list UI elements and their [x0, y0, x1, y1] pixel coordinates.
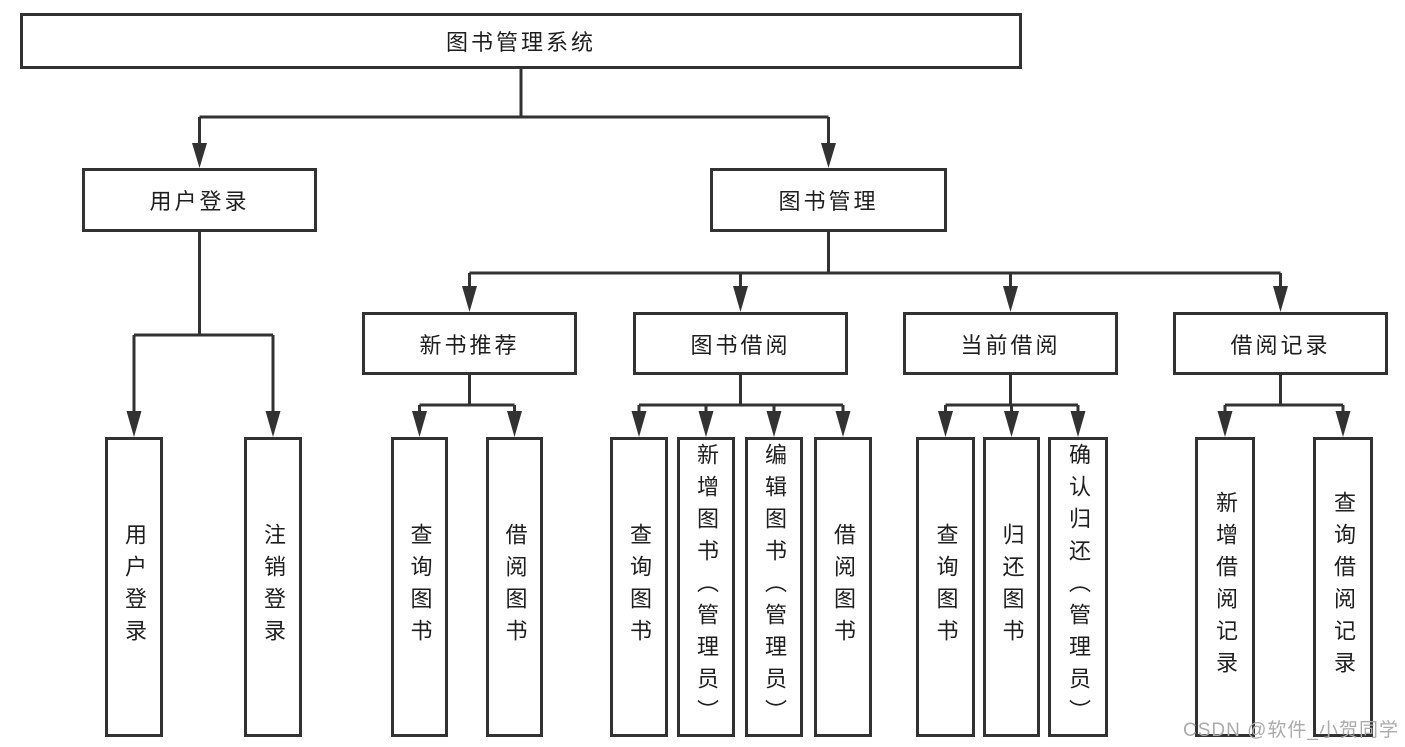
node-current-borrow: 当前借阅: [903, 312, 1118, 375]
leaf-return-book: 归还图书: [983, 437, 1040, 737]
node-label: 注销登录: [261, 523, 286, 651]
node-borrow-record: 借阅记录: [1173, 312, 1388, 375]
node-root: 图书管理系统: [20, 13, 1022, 69]
node-book-management: 图书管理: [710, 168, 947, 232]
leaf-borrow-book-recommend: 借阅图书: [486, 437, 543, 737]
node-label: 用户登录: [149, 189, 250, 214]
leaf-user-login: 用户登录: [105, 437, 163, 737]
node-label: 当前借阅: [960, 332, 1061, 358]
node-book-borrow: 图书借阅: [633, 312, 848, 375]
node-label: 查询借阅记录: [1331, 491, 1356, 683]
leaf-add-book-admin: 新增图书（管理员）: [677, 437, 735, 737]
node-label: 查询图书: [407, 523, 433, 651]
leaf-borrow-book: 借阅图书: [814, 437, 872, 737]
node-label: 新书推荐: [419, 332, 520, 358]
node-label: 图书管理系统: [445, 30, 596, 55]
node-label: 归还图书: [999, 523, 1025, 651]
node-label: 查询图书: [627, 523, 652, 651]
leaf-logout: 注销登录: [244, 437, 302, 737]
node-label: 查询图书: [933, 523, 959, 651]
leaf-confirm-return-admin: 确认归还（管理员）: [1048, 437, 1108, 737]
leaf-add-borrow-record: 新增借阅记录: [1195, 437, 1255, 737]
leaf-query-borrow-record: 查询借阅记录: [1313, 437, 1373, 737]
leaf-query-book-recommend: 查询图书: [391, 437, 448, 737]
node-label: 用户登录: [122, 523, 147, 651]
leaf-query-book-borrow: 查询图书: [610, 437, 668, 737]
node-label: 图书借阅: [690, 332, 791, 358]
node-label: 借阅图书: [502, 523, 528, 651]
node-label: 新增借阅记录: [1213, 491, 1238, 683]
node-label: 借阅记录: [1230, 332, 1331, 358]
leaf-query-book-current: 查询图书: [916, 437, 975, 737]
node-label: 图书管理: [778, 189, 879, 214]
node-user-login: 用户登录: [82, 168, 317, 232]
watermark: CSDN @软件_小贺同学: [1183, 720, 1399, 741]
node-label: 编辑图书（管理员）: [762, 443, 787, 731]
node-label: 新增图书（管理员）: [694, 443, 719, 731]
leaf-edit-book-admin: 编辑图书（管理员）: [745, 437, 803, 737]
node-new-book-recommend: 新书推荐: [362, 312, 577, 375]
node-label: 借阅图书: [831, 523, 856, 651]
node-label: 确认归还（管理员）: [1066, 443, 1091, 731]
